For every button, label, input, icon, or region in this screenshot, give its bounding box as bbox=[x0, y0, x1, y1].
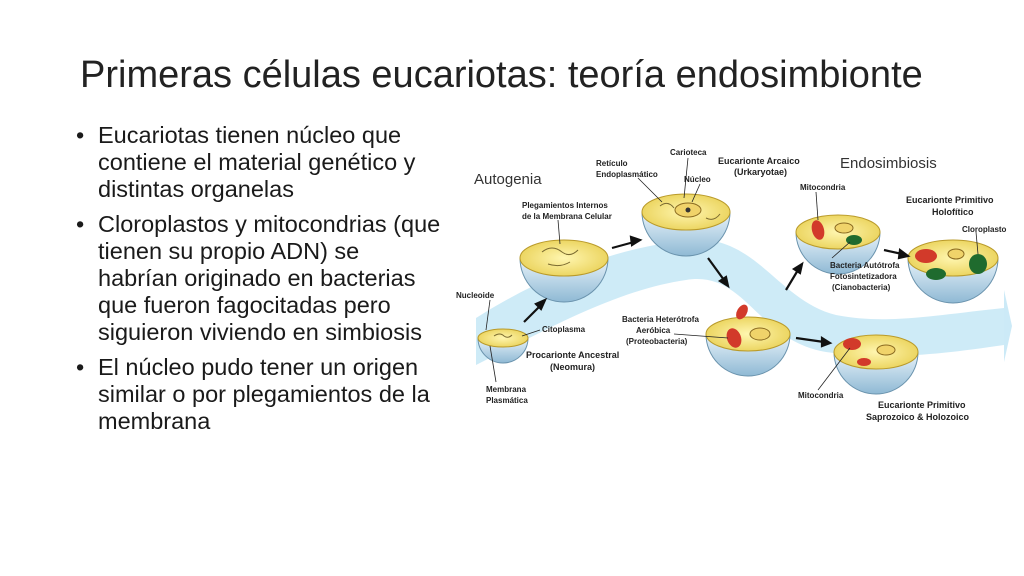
holofitico-label-2: Holofítico bbox=[932, 207, 974, 217]
citoplasma-label: Citoplasma bbox=[542, 325, 586, 334]
nucleo-label: Núcleo bbox=[684, 175, 711, 184]
bullet-item: Eucariotas tienen núcleo que contiene el… bbox=[76, 122, 441, 203]
reticulo-label-2: Endoplasmático bbox=[596, 170, 658, 179]
bullet-item: El núcleo pudo tener un origen similar o… bbox=[76, 354, 441, 435]
slide-title: Primeras células eucariotas: teoría endo… bbox=[80, 54, 923, 96]
flow-arrows bbox=[523, 235, 911, 348]
plegamientos-label-1: Plegamientos Internos bbox=[522, 201, 608, 210]
heterotrofa-label-2: Aeróbica bbox=[636, 326, 671, 335]
mitocondria-top-label: Mitocondria bbox=[800, 183, 846, 192]
leader-lines bbox=[485, 157, 979, 391]
carioteca-label: Carioteca bbox=[670, 148, 707, 157]
reticulo-label-1: Retículo bbox=[596, 159, 628, 168]
eucarionte-arcaico-cell bbox=[641, 193, 731, 257]
heterotrofa-label-3: (Proteobacteria) bbox=[626, 337, 688, 346]
holofitico-label-1: Eucarionte Primitivo bbox=[906, 195, 994, 205]
bacteria-heterotrofa-cell bbox=[705, 304, 791, 377]
autotrofa-label-2: Fotosintetizadora bbox=[830, 272, 897, 281]
membrana-label-2: Plasmática bbox=[486, 396, 528, 405]
nucleoide-label: Nucleoide bbox=[456, 291, 495, 300]
endosimbiosis-heading: Endosimbiosis bbox=[840, 155, 937, 172]
procarionte-label-2: (Neomura) bbox=[550, 362, 595, 372]
mitocondria-bottom-label: Mitocondria bbox=[798, 391, 844, 400]
membrana-label-1: Membrana bbox=[486, 385, 527, 394]
autotrofa-label-1: Bacteria Autótrofa bbox=[830, 261, 900, 270]
endosymbiosis-diagram: Autogenia Endosimbiosis bbox=[456, 148, 1012, 422]
eucarionte-saprozoico-cell bbox=[833, 334, 919, 395]
bullet-list: Eucariotas tienen núcleo que contiene el… bbox=[76, 122, 441, 443]
bullet-item: Cloroplastos y mitocondrias (que tienen … bbox=[76, 211, 441, 346]
saprozoico-label-1: Eucarionte Primitivo bbox=[878, 400, 966, 410]
arcaico-label-2: (Urkaryotae) bbox=[734, 167, 787, 177]
plegamientos-cell bbox=[519, 239, 609, 303]
procarionte-cell bbox=[477, 328, 529, 364]
cloroplasto-label: Cloroplasto bbox=[962, 225, 1007, 234]
autogenia-heading: Autogenia bbox=[474, 171, 542, 188]
procarionte-label-1: Procarionte Ancestral bbox=[526, 350, 619, 360]
autotrofa-label-3: (Cianobacteria) bbox=[832, 283, 891, 292]
heterotrofa-label-1: Bacteria Heterótrofa bbox=[622, 315, 699, 324]
evolution-band bbox=[476, 239, 1004, 365]
arcaico-label-1: Eucarionte Arcaico bbox=[718, 156, 800, 166]
plegamientos-label-2: de la Membrana Celular bbox=[522, 212, 612, 221]
eucarionte-holofitico-cell bbox=[907, 239, 999, 304]
saprozoico-label-2: Saprozoico & Holozoico bbox=[866, 412, 970, 422]
